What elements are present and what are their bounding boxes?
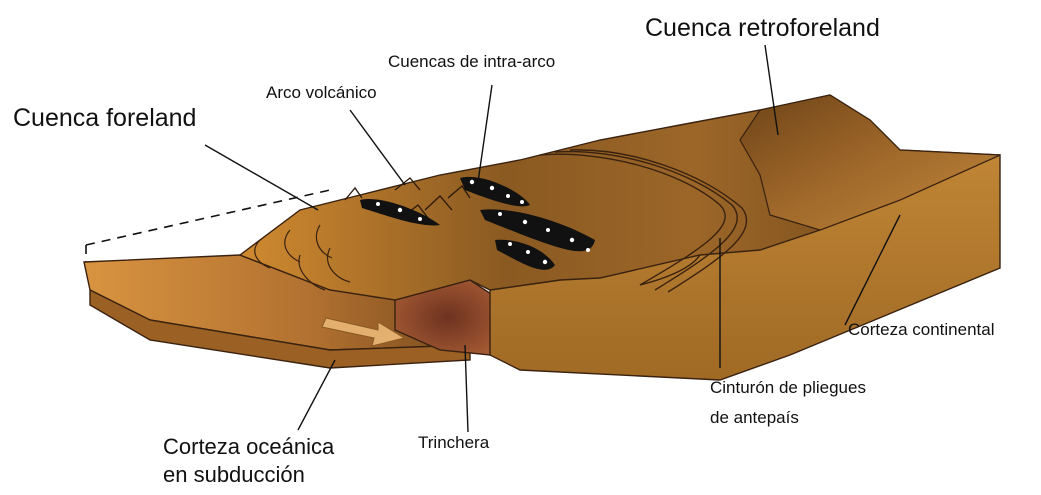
label-trinchera: Trinchera: [418, 433, 489, 453]
label-corteza-oceanica-line1: Corteza oceánica: [163, 434, 334, 460]
label-corteza-oceanica-line2: en subducción: [163, 462, 305, 488]
label-cinturon-line2: de antepaís: [710, 408, 799, 428]
label-cuenca-retroforeland: Cuenca retroforeland: [645, 14, 880, 44]
label-arco-volcanico: Arco volcánico: [266, 83, 377, 103]
label-cinturon-line1: Cinturón de pliegues: [710, 378, 866, 398]
label-cuencas-intra-arco: Cuencas de intra-arco: [388, 52, 555, 72]
label-corteza-continental: Corteza continental: [848, 320, 994, 340]
label-cuenca-foreland: Cuenca foreland: [13, 104, 196, 134]
